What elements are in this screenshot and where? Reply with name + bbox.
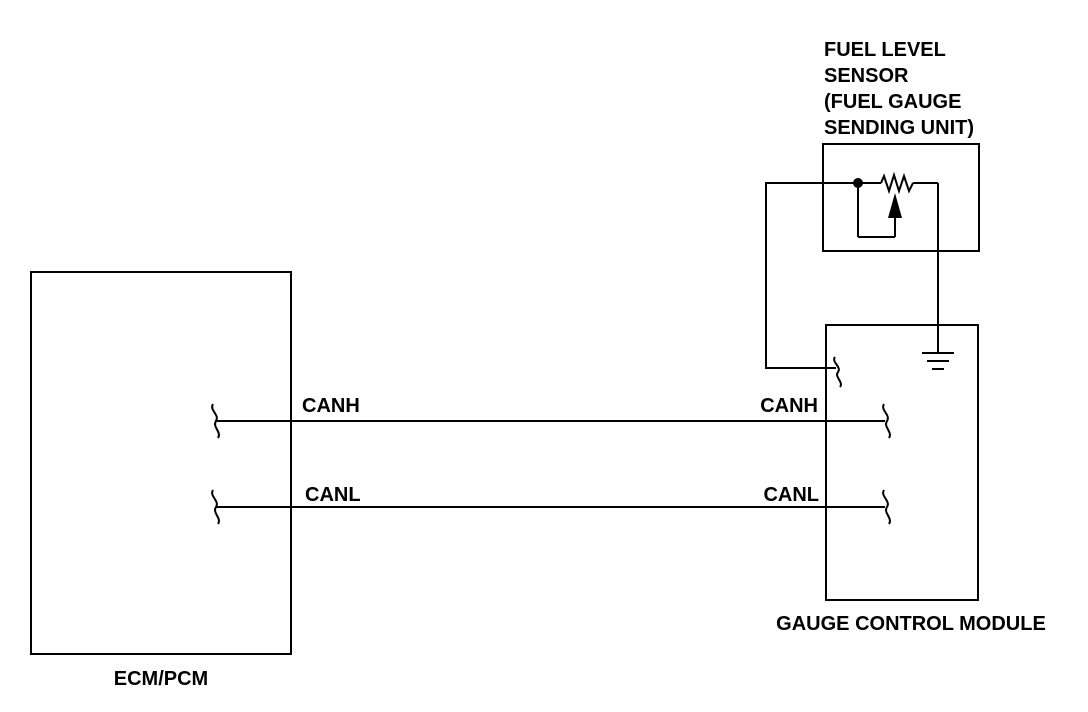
ground-wire [922,183,954,370]
wiper-arrow-icon [888,193,902,218]
ecm-pcm-box [30,271,292,655]
fuel-sensor-label-line-2: SENSOR [824,65,909,87]
connector-break-icon [882,489,891,525]
fuel-sensor-label-line-1: FUEL LEVEL [824,39,946,61]
gauge-control-module: GAUGE CONTROL MODULE [776,324,1046,635]
fuel-level-sensor-box [822,143,980,252]
canl-left-label: CANL [305,484,361,506]
variable-resistor-icon [853,171,938,238]
canh-wire: CANH CANH [211,395,891,439]
fuel-level-sensor: FUEL LEVEL SENSOR (FUEL GAUGE SENDING UN… [822,39,980,252]
canl-wire: CANL CANL [211,484,891,525]
connector-break-icon [211,403,220,439]
connector-break-icon [833,356,842,388]
gauge-control-module-label: GAUGE CONTROL MODULE [776,613,1046,635]
ecm-pcm-module: ECM/PCM [30,271,292,690]
connector-break-icon [211,489,220,525]
canl-right-label: CANL [763,484,819,506]
ecm-pcm-label: ECM/PCM [114,668,208,690]
canh-left-label: CANH [302,395,360,417]
ground-icon [922,352,954,370]
gauge-control-module-box [825,324,979,601]
sensor-signal-wire [765,182,858,388]
fuel-sensor-label-line-3: (FUEL GAUGE [824,91,961,113]
connector-break-icon [882,403,891,439]
fuel-sensor-label-line-4: SENDING UNIT) [824,117,974,139]
canh-right-label: CANH [760,395,818,417]
